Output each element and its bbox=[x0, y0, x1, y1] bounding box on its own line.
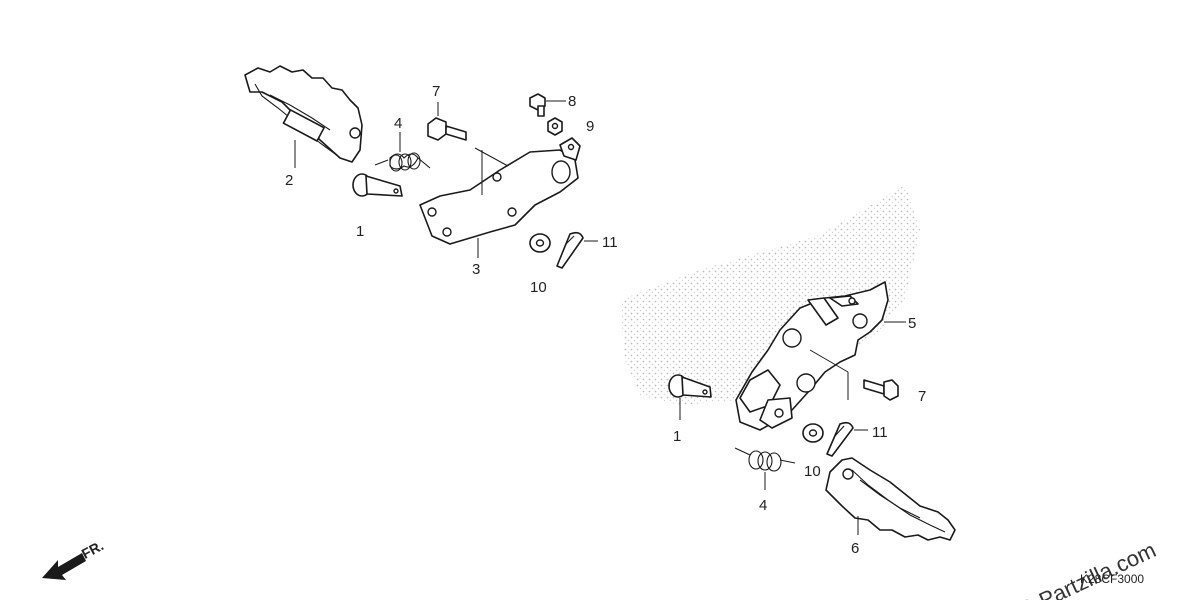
right-washer[interactable] bbox=[802, 423, 824, 443]
right-footpeg[interactable] bbox=[825, 457, 956, 541]
left-nut[interactable] bbox=[547, 117, 563, 136]
label-right-6: 6 bbox=[851, 540, 859, 557]
label-right-7: 7 bbox=[918, 388, 926, 405]
front-direction-arrow: FR. bbox=[42, 537, 106, 580]
label-left-11: 11 bbox=[602, 234, 618, 251]
left-bracket[interactable] bbox=[419, 137, 581, 245]
label-right-1: 1 bbox=[673, 428, 681, 445]
label-left-7: 7 bbox=[432, 83, 440, 100]
left-footpeg[interactable] bbox=[244, 65, 363, 163]
left-washer[interactable] bbox=[529, 233, 551, 253]
label-right-5: 5 bbox=[908, 315, 916, 332]
label-left-1: 1 bbox=[356, 223, 364, 240]
label-left-2: 2 bbox=[285, 172, 293, 189]
label-left-3: 3 bbox=[472, 261, 480, 278]
label-left-10: 10 bbox=[530, 279, 547, 296]
label-left-4: 4 bbox=[394, 115, 402, 132]
left-bolt[interactable] bbox=[427, 117, 467, 141]
label-right-4: 4 bbox=[759, 497, 767, 514]
right-pin[interactable] bbox=[668, 374, 712, 398]
label-right-11: 11 bbox=[872, 424, 888, 441]
right-spring[interactable] bbox=[734, 447, 796, 472]
diagram-code: K28CF3000 bbox=[1080, 572, 1144, 586]
watermark: © Partzilla.com bbox=[1015, 537, 1160, 600]
left-pin[interactable] bbox=[352, 173, 403, 197]
left-small-bolt[interactable] bbox=[529, 93, 546, 117]
left-cotter-pin[interactable] bbox=[556, 231, 584, 269]
label-left-9: 9 bbox=[586, 118, 594, 135]
right-cotter-pin[interactable] bbox=[826, 421, 854, 457]
left-spring[interactable] bbox=[374, 152, 431, 172]
right-bolt[interactable] bbox=[863, 379, 899, 401]
right-bracket[interactable] bbox=[735, 281, 889, 431]
label-left-8: 8 bbox=[568, 93, 576, 110]
label-right-10: 10 bbox=[804, 463, 821, 480]
